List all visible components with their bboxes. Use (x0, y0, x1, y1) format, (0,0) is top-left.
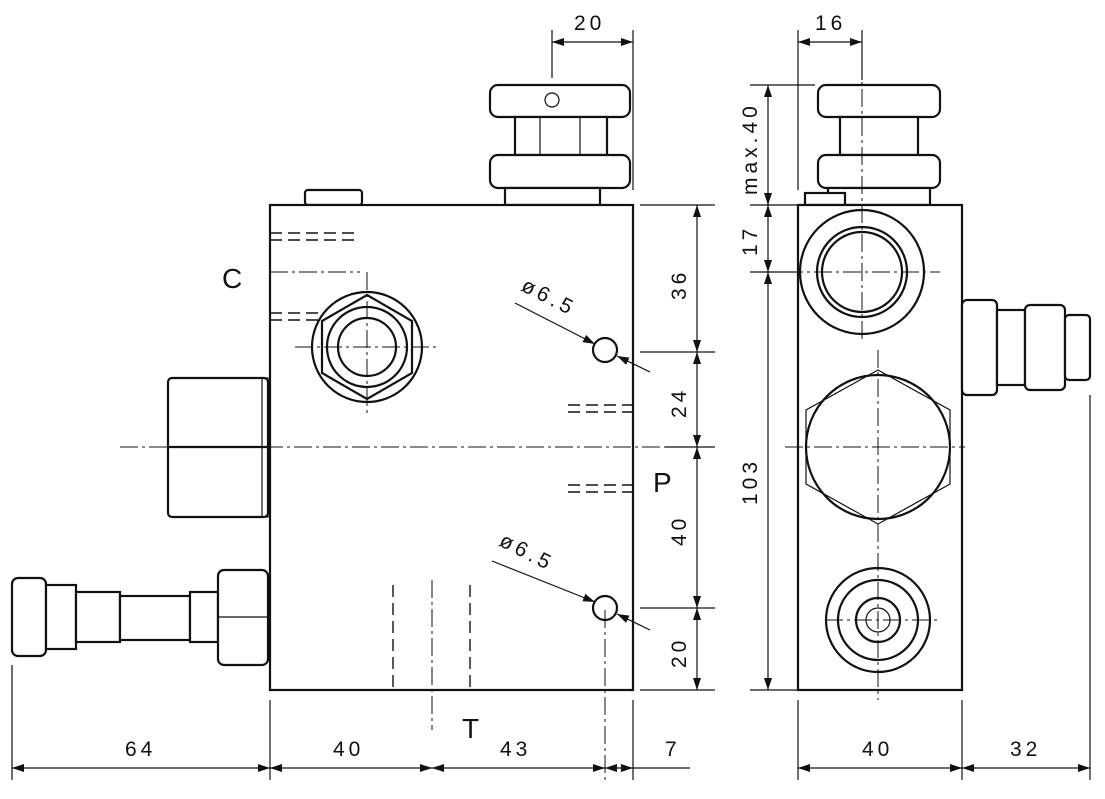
port-p-label: P (653, 467, 672, 498)
dim-16: 16 (815, 12, 846, 35)
port-t-label: T (462, 713, 479, 744)
dim-40-side: 40 (862, 738, 893, 761)
solenoid-cartridge (10, 568, 270, 667)
dim-40: 40 (668, 515, 691, 546)
dim-43: 43 (500, 738, 531, 761)
front-view: ø6.5 ø6.5 C P T 20 36 24 40 20 64 (10, 12, 715, 780)
dim-32: 32 (1010, 738, 1041, 761)
side-fitting (960, 298, 1092, 397)
port-c-fitting (295, 272, 440, 415)
dim-max-40: max.40 (739, 102, 762, 195)
side-view: 16 max.40 17 103 40 32 (739, 12, 1092, 780)
dim-17: 17 (739, 225, 762, 256)
dim-7: 7 (665, 738, 681, 761)
dim-24: 24 (668, 387, 691, 418)
dim-36: 36 (668, 269, 691, 300)
top-knobs (488, 83, 632, 207)
dim-64: 64 (125, 738, 156, 761)
mounting-hole-upper (591, 336, 619, 364)
dimension-lines-front (11, 30, 715, 780)
top-plug (303, 188, 364, 207)
dim-40-bottom: 40 (333, 738, 364, 761)
dim-103: 103 (739, 458, 762, 505)
port-c-label: C (222, 263, 242, 294)
dim-20: 20 (668, 637, 691, 668)
dim-knob-offset: 20 (574, 12, 605, 35)
